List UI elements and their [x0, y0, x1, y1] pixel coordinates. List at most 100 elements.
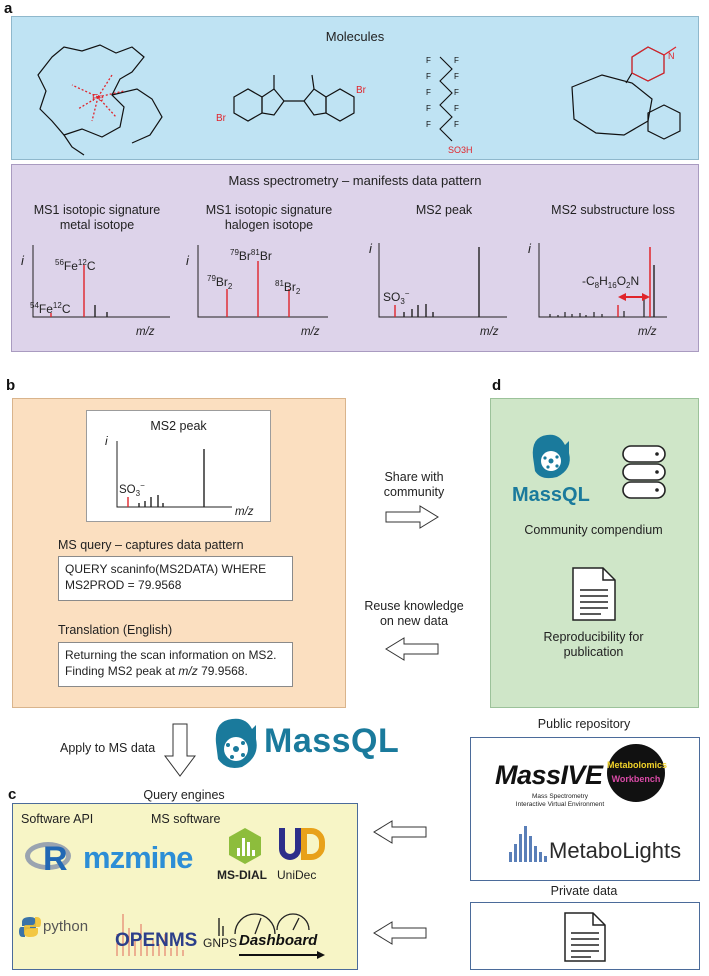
iron-center — [71, 74, 125, 122]
openms-spectrum-icon — [116, 914, 184, 956]
python-label: python — [43, 918, 89, 935]
svg-text:F: F — [454, 88, 459, 97]
peak-label-fe54: 54Fe12C — [30, 301, 71, 316]
fe-atom: Fe — [92, 93, 104, 104]
axis-mz-2: m/z — [301, 326, 320, 338]
dashboard-underline-arrow-icon — [239, 951, 325, 959]
axis-mz-1: m/z — [136, 326, 155, 338]
peak-label-loss: -C8H16O2N — [582, 274, 639, 290]
spectrum-2-peaks — [226, 261, 290, 317]
public-repo-title: Public repository — [537, 717, 631, 731]
svg-text:N: N — [668, 51, 675, 61]
gnps-label: GNPS — [203, 936, 238, 950]
panel-letter-c: c — [8, 786, 17, 803]
svg-text:F: F — [454, 56, 459, 65]
query-line-2: MS2PROD = 79.9568 — [65, 578, 182, 592]
svg-text:F: F — [426, 72, 431, 81]
massive-logo[interactable]: MassIVE — [495, 760, 603, 790]
metabolights-bars-icon — [509, 826, 547, 862]
peak-label-br79: 79Br2 — [207, 274, 233, 291]
massql-logo-large: MassQL — [264, 722, 400, 760]
private-document-icon — [564, 912, 606, 962]
private-data-title: Private data — [550, 884, 618, 898]
openms-logo[interactable]: OPENMS — [115, 930, 198, 951]
spectrum-title-2: MS1 isotopic signature halogen isotope — [205, 203, 333, 232]
svg-text:F: F — [426, 120, 431, 129]
svg-text:m/z: m/z — [235, 506, 254, 518]
ms2-card-title: MS2 peak — [150, 419, 207, 433]
svg-text:F: F — [454, 72, 459, 81]
ms2-card-spectrum: i m/z SO3− — [105, 434, 254, 518]
axis-i-3: i — [369, 241, 373, 256]
svg-text:F: F — [454, 104, 459, 113]
svg-text:F: F — [426, 88, 431, 97]
apply-arrow-icon — [164, 723, 196, 777]
query-line-1: QUERY scaninfo(MS2DATA) WHERE — [65, 562, 267, 576]
mass-spec-title: Mass spectrometry – manifests data patte… — [228, 173, 482, 188]
br-left: Br — [216, 113, 227, 124]
peak-label-br79br81: 79Br81Br — [230, 248, 272, 263]
reuse-arrow-icon — [385, 637, 439, 661]
molecules-box: Molecules Fe Br Br — [11, 16, 699, 160]
spectrum-1-peaks — [50, 265, 108, 317]
query-code-box[interactable]: QUERY scaninfo(MS2DATA) WHERE MS2PROD = … — [58, 556, 293, 601]
database-icon — [622, 445, 666, 499]
query-engines-box: Software API MS software R mzmine MS-DIA… — [12, 803, 358, 970]
query-engines-title: Query engines — [143, 788, 225, 802]
msdial-logo-icon[interactable] — [227, 826, 263, 866]
software-api-label: Software API — [21, 812, 94, 826]
private-data-box — [470, 902, 700, 970]
panel-letter-a: a — [4, 0, 13, 17]
axis-mz-3: m/z — [480, 326, 499, 338]
translation-heading: Translation (English) — [58, 623, 173, 637]
sulfonate-group: SO3H — [448, 145, 473, 155]
translation-line-2: Finding MS2 peak at m/z 79.9568. — [65, 664, 248, 678]
peak-label-br81: 81Br2 — [275, 279, 301, 296]
python-logo-icon[interactable] — [19, 916, 41, 938]
unidec-logo[interactable] — [277, 826, 327, 864]
metabolights-logo[interactable]: MetaboLights — [549, 838, 682, 863]
share-arrow-icon — [385, 505, 439, 529]
massql-mascot-icon — [215, 718, 257, 768]
pfas-molecule — [439, 56, 453, 142]
spectrum-title-1: MS1 isotopic signature metal isotope — [33, 203, 161, 232]
desosamine-highlight — [631, 46, 677, 82]
axis-i-2: i — [186, 253, 190, 268]
peak-label-so3: SO3− — [383, 289, 410, 306]
dashboard-logo[interactable]: Dashboard — [239, 932, 318, 949]
query-heading: MS query – captures data pattern — [58, 538, 244, 552]
axis-i-4: i — [528, 241, 532, 256]
ms2-peak-card: MS2 peak i m/z SO3− — [86, 410, 271, 522]
translation-line-1: Returning the scan information on MS2. — [65, 648, 277, 662]
r-logo[interactable]: R — [25, 838, 75, 878]
spectrum-title-3: MS2 peak — [415, 203, 473, 217]
panel-letter-b: b — [6, 377, 16, 394]
massql-mascot-small-icon — [532, 434, 570, 479]
spectrum-title-4: MS2 substructure loss — [551, 203, 675, 217]
molecules-title: Molecules — [325, 29, 385, 44]
translation-box: Returning the scan information on MS2. F… — [58, 642, 293, 687]
unidec-label: UniDec — [277, 868, 317, 882]
msdial-label: MS-DIAL — [217, 868, 267, 882]
siderophore-molecule — [37, 44, 163, 156]
loss-arrow — [618, 293, 650, 301]
massql-logo-small: MassQL — [512, 484, 590, 506]
indigo-molecule — [233, 74, 355, 122]
mzmine-logo[interactable]: mzmine — [83, 840, 193, 875]
svg-text:F: F — [426, 104, 431, 113]
axis-mz-4: m/z — [638, 326, 657, 338]
peak-label-fe56: 56Fe12C — [55, 258, 96, 273]
private-to-engines-arrow-icon — [373, 921, 427, 945]
document-icon — [572, 567, 616, 621]
panel-letter-d: d — [492, 377, 502, 394]
spectrum-axes — [32, 243, 667, 318]
metabolomics-workbench-logo[interactable]: Metabolomics Workbench — [607, 744, 667, 802]
ms2-card-so3-label: SO3− — [119, 481, 145, 498]
svg-text:i: i — [105, 434, 108, 448]
svg-text:F: F — [426, 56, 431, 65]
